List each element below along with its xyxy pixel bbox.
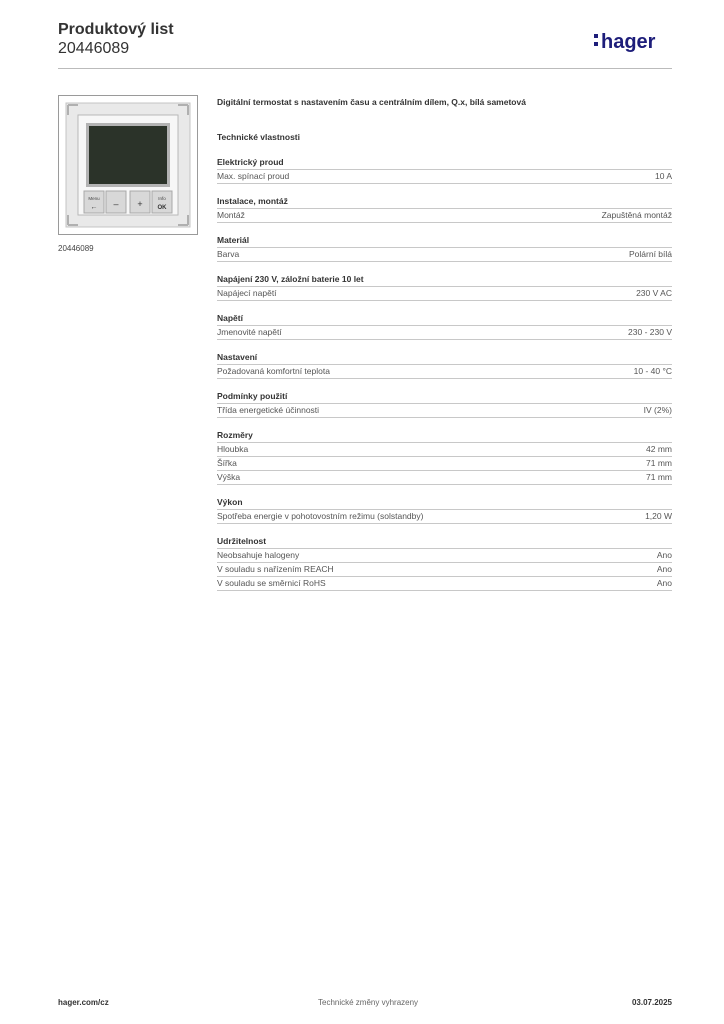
spec-row: Požadovaná komfortní teplota 10 - 40 °C [217,365,672,379]
spec-value: 230 V AC [636,288,672,298]
device-button-info: Info [158,196,166,201]
hager-logo: hager [594,31,656,53]
device-button-minus: – [113,199,118,209]
spec-label: Max. spínací proud [217,171,290,181]
spec-group-title: Materiál [217,235,672,248]
spec-group-title: Rozměry [217,430,672,443]
spec-row: Jmenovité napětí 230 - 230 V [217,326,672,340]
spec-value: 10 - 40 °C [633,366,672,376]
spec-value: Polární bílá [629,249,672,259]
spec-row: Spotřeba energie v pohotovostním režimu … [217,510,672,524]
image-caption: 20446089 [58,244,94,253]
page-header: Produktový list 20446089 [58,20,174,58]
footer-date: 03.07.2025 [631,998,672,1007]
spec-row: Barva Polární bílá [217,248,672,262]
spec-group-title: Výkon [217,497,672,510]
spec-value: 1,20 W [645,511,672,521]
spec-label: Výška [217,472,241,482]
spec-content: Digitální termostat s nastavením času a … [217,96,672,591]
product-description: Digitální termostat s nastavením času a … [217,97,526,107]
spec-value: 10 A [654,171,672,181]
spec-row: V souladu se směrnicí RoHS Ano [217,577,672,591]
spec-value: Zapuštěná montáž [601,210,672,220]
spec-value: Ano [656,564,672,574]
spec-value: Ano [656,578,672,588]
spec-group-title: Instalace, montáž [217,196,672,209]
device-button-menu: Menu [88,196,100,201]
spec-value: Ano [656,550,672,560]
device-button-ok: OK [158,205,168,211]
spec-label: Napájecí napětí [217,288,277,298]
spec-row: Neobsahuje halogeny Ano [217,549,672,563]
spec-row: Šířka 71 mm [217,457,672,471]
spec-label: Hloubka [217,444,249,454]
spec-group-title: Elektrický proud [217,157,672,170]
spec-group-title: Udržitelnost [217,536,672,549]
spec-row: Montáž Zapuštěná montáž [217,209,672,223]
product-image: Menu ← – + Info OK [58,95,198,235]
header-divider [58,68,672,69]
spec-value: 71 mm [646,458,672,468]
spec-label: Šířka [217,458,237,468]
spec-group-title: Napájení 230 V, záložní baterie 10 let [217,274,672,287]
device-button-plus: + [137,199,142,209]
spec-label: V souladu s nařízením REACH [217,564,334,574]
spec-group-title: Napětí [217,313,672,326]
spec-label: Jmenovité napětí [217,327,282,337]
tech-heading: Technické vlastnosti [217,132,300,142]
spec-group-title: Podmínky použití [217,391,672,404]
spec-label: Třída energetické účinnosti [217,405,320,415]
spec-label: Neobsahuje halogeny [217,550,300,560]
footer-website: hager.com/cz [58,998,109,1007]
spec-row: Třída energetické účinnosti IV (2%) [217,404,672,418]
spec-row: Výška 71 mm [217,471,672,485]
spec-value: 71 mm [646,472,672,482]
spec-label: Barva [217,249,240,259]
spec-label: V souladu se směrnicí RoHS [217,578,326,588]
product-code: 20446089 [58,40,130,57]
spec-row: Hloubka 42 mm [217,443,672,457]
footer-notice: Technické změny vyhrazeny [318,998,419,1007]
spec-group-title: Nastavení [217,352,672,365]
back-arrow-icon: ← [91,204,98,211]
logo-text: hager [601,31,656,53]
spec-value: 42 mm [646,444,672,454]
spec-label: Montáž [217,210,245,220]
spec-value: 230 - 230 V [628,327,672,337]
spec-row: Napájecí napětí 230 V AC [217,287,672,301]
spec-row: Max. spínací proud 10 A [217,170,672,184]
spec-value: IV (2%) [643,405,672,415]
page-title: Produktový list [58,21,174,38]
spec-label: Požadovaná komfortní teplota [217,366,330,376]
spec-row: V souladu s nařízením REACH Ano [217,563,672,577]
spec-label: Spotřeba energie v pohotovostním režimu … [217,511,424,521]
